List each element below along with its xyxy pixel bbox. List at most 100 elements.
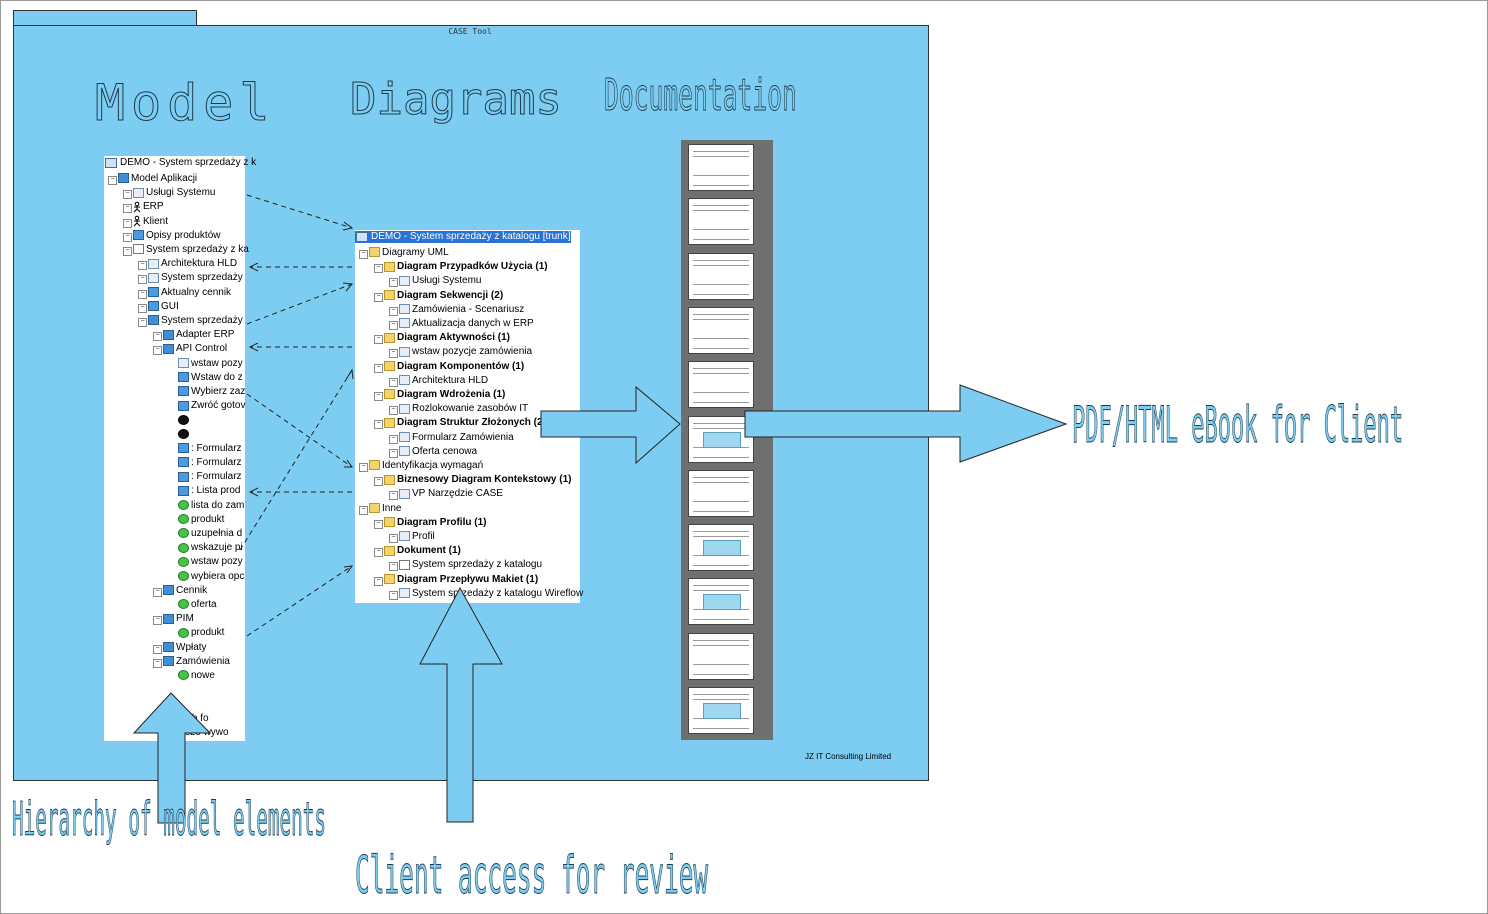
tree-node[interactable]: : Formularz [178, 456, 242, 470]
expand-toggle-icon[interactable]: − [374, 363, 383, 373]
tree-node[interactable]: System sprzedaży z katalogu Wireflow [399, 587, 583, 601]
tree-node[interactable]: wskazuje pi [178, 541, 243, 555]
expand-toggle-icon[interactable]: − [359, 250, 368, 259]
tree-node[interactable]: System sprzedaży [148, 271, 243, 285]
tree-node[interactable]: Aktualny cennik [148, 286, 231, 300]
tree-node[interactable] [178, 413, 191, 427]
expand-toggle-icon[interactable]: − [374, 420, 383, 430]
expand-toggle-icon[interactable]: − [374, 477, 383, 487]
expand-toggle-icon[interactable]: − [374, 292, 383, 302]
expand-toggle-icon[interactable]: − [123, 218, 132, 228]
tree-node[interactable]: : Formularz [178, 470, 242, 484]
tree-node[interactable]: Zamówienia [163, 655, 230, 669]
expand-toggle-icon[interactable]: − [123, 247, 132, 256]
tree-node[interactable]: wstaw pozycje zamówienia [399, 345, 532, 359]
expand-toggle-icon[interactable]: − [389, 349, 398, 359]
tree-node[interactable]: lista do zam [178, 499, 244, 513]
expand-toggle-icon[interactable]: − [389, 278, 398, 288]
tree-node[interactable]: System sprzedaży z ka [133, 243, 249, 257]
tree-node[interactable]: Biznesowy Diagram Kontekstowy (1) [384, 473, 571, 487]
tree-node[interactable]: wybiera opc [178, 570, 244, 584]
tree-node[interactable]: Usługi Systemu [399, 274, 481, 288]
tree-node[interactable]: wstaw pozy [178, 555, 243, 569]
expand-toggle-icon[interactable]: − [374, 264, 383, 274]
doc-page-thumbnail[interactable] [688, 578, 754, 626]
tree-node[interactable]: Diagram Przepływu Makiet (1) [384, 573, 538, 587]
tree-node[interactable]: PIM [163, 612, 194, 626]
tree-node[interactable]: Oferta cenowa [399, 445, 477, 459]
expand-toggle-icon[interactable]: − [389, 377, 398, 387]
tree-node[interactable]: Aktualizacja danych w ERP [399, 317, 534, 331]
expand-toggle-icon[interactable]: − [153, 346, 162, 356]
tree-node[interactable]: nowe [178, 669, 215, 683]
tree-node[interactable]: : Formularz [178, 442, 242, 456]
expand-toggle-icon[interactable]: − [153, 644, 162, 654]
expand-toggle-icon[interactable]: − [389, 448, 398, 458]
tree-node[interactable]: Architektura HLD [148, 257, 237, 271]
expand-toggle-icon[interactable]: − [138, 303, 147, 313]
tree-node[interactable]: Diagram Aktywności (1) [384, 331, 510, 345]
tree-node[interactable]: Opisy produktów [133, 229, 220, 243]
model-tree-panel[interactable]: DEMO - System sprzedaży z k −Model Aplik… [104, 156, 256, 741]
doc-page-thumbnail[interactable] [688, 144, 754, 191]
expand-toggle-icon[interactable]: − [374, 576, 383, 586]
expand-toggle-icon[interactable]: − [389, 306, 398, 316]
expand-toggle-icon[interactable]: − [123, 232, 132, 242]
model-tree-title[interactable]: DEMO - System sprzedaży z k [104, 157, 256, 169]
tree-node[interactable]: Klient [133, 215, 168, 229]
tree-node[interactable]: Profil [399, 530, 435, 544]
documentation-pages-strip[interactable] [681, 140, 773, 740]
doc-page-thumbnail[interactable] [688, 306, 754, 354]
tree-node[interactable]: Diagram Profilu (1) [384, 516, 486, 530]
tree-node[interactable]: oferta [178, 598, 217, 612]
tree-node[interactable]: Diagram Przypadków Użycia (1) [384, 260, 548, 274]
doc-page-thumbnail[interactable] [688, 524, 754, 572]
tree-node[interactable]: Dokument (1) [384, 544, 461, 558]
expand-toggle-icon[interactable]: − [138, 275, 147, 285]
expand-toggle-icon[interactable]: − [374, 548, 383, 558]
doc-page-thumbnail[interactable] [688, 252, 754, 300]
expand-toggle-icon[interactable]: − [389, 321, 398, 330]
doc-page-thumbnail[interactable] [688, 198, 754, 246]
tree-node[interactable]: : Lista prod [178, 484, 240, 498]
tree-node[interactable]: Wpłaty [163, 641, 207, 655]
expand-toggle-icon[interactable]: − [389, 534, 398, 543]
tree-node[interactable]: Diagramy UML [369, 246, 449, 260]
tree-node[interactable]: GUI [148, 300, 179, 314]
expand-toggle-icon[interactable]: − [374, 392, 383, 401]
expand-toggle-icon[interactable]: − [389, 590, 398, 600]
doc-page-thumbnail[interactable] [688, 469, 754, 517]
tree-node[interactable]: VP Narzędzie CASE [399, 487, 503, 501]
tree-node[interactable]: Diagram Sekwencji (2) [384, 289, 503, 303]
tree-node[interactable]: Diagram Komponentów (1) [384, 360, 524, 374]
tree-node[interactable]: Zamówienia - Scenariusz [399, 303, 524, 317]
expand-toggle-icon[interactable]: − [389, 562, 398, 572]
expand-toggle-icon[interactable]: − [153, 332, 162, 342]
expand-toggle-icon[interactable]: − [153, 587, 162, 597]
expand-toggle-icon[interactable]: − [359, 505, 368, 515]
expand-toggle-icon[interactable]: − [389, 406, 398, 416]
tree-node[interactable]: Usługi Systemu [133, 186, 215, 200]
doc-page-thumbnail[interactable] [688, 687, 754, 734]
tree-node[interactable]: Identyfikacja wymagań [369, 459, 483, 473]
expand-toggle-icon[interactable]: − [374, 519, 383, 529]
expand-toggle-icon[interactable]: − [153, 658, 162, 668]
tree-node[interactable]: uzupełnia d [178, 527, 242, 541]
tree-node[interactable]: Adapter ERP [163, 328, 234, 342]
tree-node[interactable]: API Control [163, 342, 227, 356]
tree-node[interactable]: Model Aplikacji [118, 172, 197, 186]
tree-node[interactable]: Zwróć gotov [178, 399, 245, 413]
diagram-tree-title[interactable]: DEMO - System sprzedaży z katalogu [trun… [355, 231, 571, 243]
expand-toggle-icon[interactable]: − [153, 616, 162, 626]
tree-node[interactable]: Cennik [163, 584, 207, 598]
tree-node[interactable]: produkt [178, 626, 224, 640]
expand-toggle-icon[interactable]: − [389, 491, 398, 501]
tree-node[interactable] [178, 428, 191, 442]
tree-node[interactable]: Inne [369, 502, 401, 516]
tree-node[interactable]: System sprzedaży z katalogu [399, 558, 542, 572]
doc-page-thumbnail[interactable] [688, 632, 754, 680]
tree-node[interactable]: wstaw pozy [178, 357, 243, 371]
expand-toggle-icon[interactable]: − [108, 176, 117, 185]
doc-page-thumbnail[interactable] [688, 415, 754, 463]
expand-toggle-icon[interactable]: − [123, 190, 132, 200]
